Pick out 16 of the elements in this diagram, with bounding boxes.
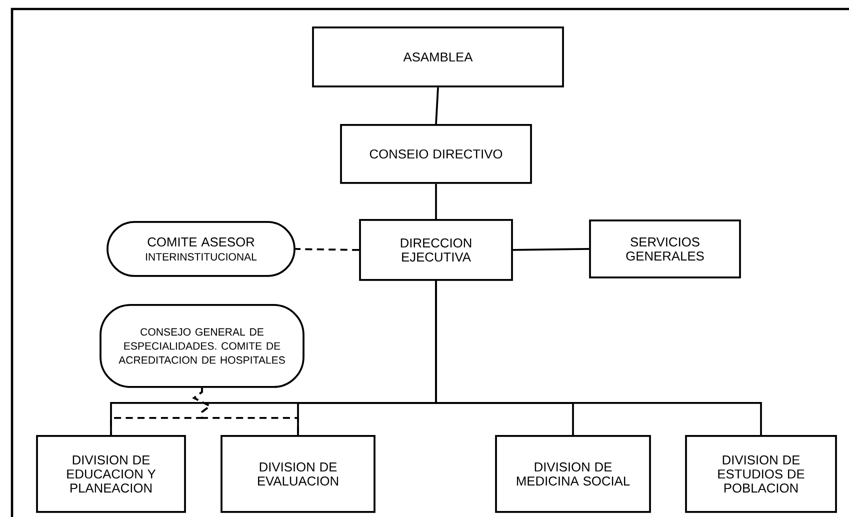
connector-line <box>192 388 299 436</box>
connector-line <box>435 184 437 220</box>
connector-line <box>435 280 762 436</box>
org-box: CONSEIO DIRECTIVO <box>340 124 532 184</box>
committee-pill: COMITE ASESOR INTERINSTITUCIONAL <box>106 221 296 277</box>
org-box: DIVISION DE EVALUACION <box>220 435 376 513</box>
org-box: ASAMBLEA <box>312 26 564 88</box>
org-box: SERVICIOS GENERALES <box>589 220 741 278</box>
org-box: DIRECCION EJECUTIVA <box>359 219 513 281</box>
org-box: DIVISION DE MEDICINA SOCIAL <box>495 435 651 513</box>
org-box: DIVISION DE ESTUDIOS DE POBLACION <box>685 435 837 513</box>
connector-line <box>435 87 439 124</box>
connector-line <box>512 248 590 251</box>
org-box: DIVISION DE EDUCACION Y PLANEACION <box>36 435 186 513</box>
committee-pill: CONSEJO GENERAL DE ESPECIALIDADES. COMITE DE ACREDITACION DE HOSPITALES <box>100 304 304 388</box>
connector-line <box>295 248 360 251</box>
